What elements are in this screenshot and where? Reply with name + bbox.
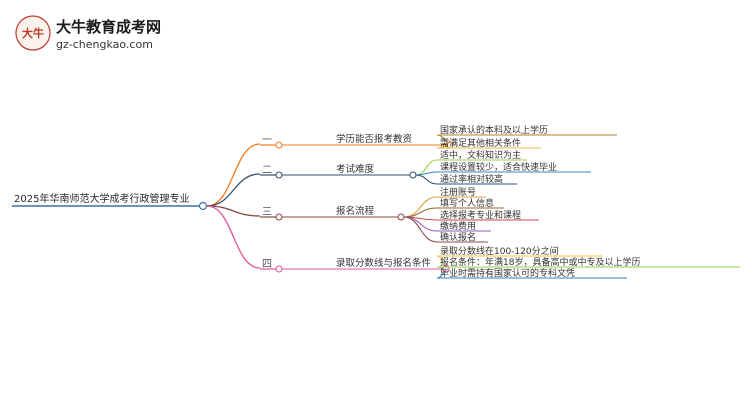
logo-badge-glyph: 大牛 [22, 26, 44, 40]
branch-3-leaf-2-label: 填写个人信息 [440, 197, 494, 209]
branch-3-leaf-5-label: 确认报名 [440, 231, 476, 243]
branch-1-leaf-1-label: 国家承认的本科及以上学历 [440, 124, 548, 136]
branch-3-leaf-2-connector [403, 207, 438, 218]
branch-2-dot[interactable] [275, 171, 283, 179]
branch-3-dot[interactable] [275, 213, 283, 221]
branch-3-leaf-4-label: 缴纳费用 [440, 220, 476, 232]
root-node-dot[interactable] [198, 201, 208, 211]
branch-2-leaf-1-connector [415, 159, 438, 176]
branch-3-label: 报名流程 [336, 205, 375, 217]
branch-1-label: 学历能否报考教资 [336, 133, 413, 145]
branch-2-label: 考试难度 [336, 163, 375, 175]
branch-3-connector [206, 205, 261, 217]
branch-2-number: 二 [262, 165, 272, 176]
branch-3-leaf-1-connector [403, 196, 438, 218]
logo-url: gz-chengkao.com [56, 38, 153, 51]
branch-4-number: 四 [262, 259, 272, 270]
branch-4-leaf-3-label: 毕业时需持有国家认可的专科文凭 [440, 267, 575, 279]
branch-3-leaf-3-label: 选择报考专业和课程 [440, 209, 521, 221]
branch-3-leaf-5-connector [403, 216, 438, 243]
branch-4-leaf-2-label: 报名条件：年满18岁，具备高中或中专及以上学历 [440, 256, 640, 268]
branch-2-leaf-3-connector [415, 174, 438, 185]
logo-title: 大牛教育成考网 [56, 18, 161, 36]
branch-2-leaf-2-connector [415, 171, 438, 176]
branch-2-leaf-2-label: 课程设置较少，适合快速毕业 [440, 161, 557, 173]
branch-3-number: 三 [262, 207, 272, 218]
logo-badge-icon [15, 15, 51, 51]
branch-1-dot[interactable] [275, 141, 283, 149]
mindmap-links [206, 134, 454, 279]
branch-1-number: 一 [262, 135, 272, 146]
branch-1-connector [206, 143, 261, 207]
branch-4-leaf-1-label: 录取分数线在100-120分之间 [440, 245, 559, 257]
branch-1-leaf-2-label: 需满足其他相关条件 [440, 137, 521, 149]
branch-3-leaf-1-label: 注册账号 [440, 186, 476, 198]
branch-2-leaf-3-label: 通过率相对较高 [440, 173, 503, 185]
branch-4-label: 录取分数线与报名条件 [336, 257, 432, 269]
root-topic-label: 2025年华南师范大学成考行政管理专业 [14, 192, 189, 205]
branch-3-end-dot[interactable] [397, 213, 405, 221]
branch-2-connector [206, 173, 261, 207]
mindmap-nodes: 2025年华南师范大学成考行政管理专业 一 学历能否报考教资 国家承认的本科及以上学历… [12, 124, 740, 279]
site-logo[interactable]: 大牛 大牛教育成考网 gz-chengkao.com [15, 15, 161, 51]
branch-2-leaf-1-label: 适中，文科知识为主 [440, 149, 521, 161]
branch-4-dot[interactable] [275, 265, 283, 273]
branch-4-connector [206, 205, 261, 269]
branch-2-end-dot[interactable] [409, 171, 417, 179]
